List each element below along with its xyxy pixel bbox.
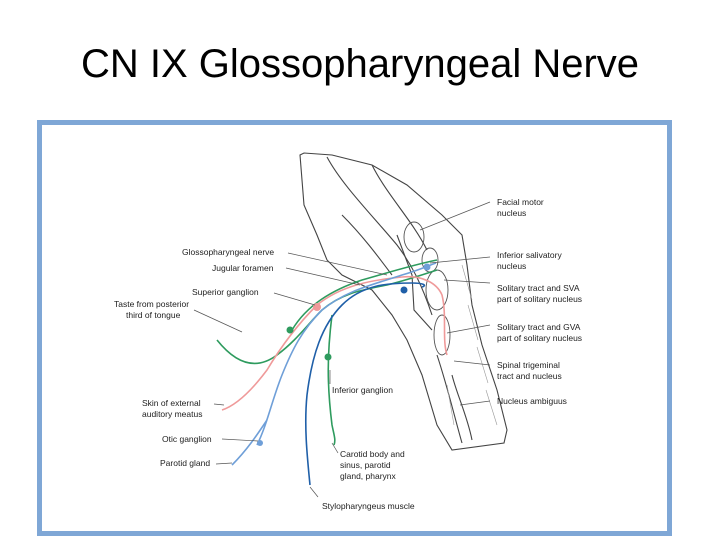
label-jugular-foramen: Jugular foramen [212,263,274,273]
green-branch-carotid [327,314,336,446]
label-carotid-line1: Carotid body and [340,449,405,459]
green-upper [291,259,438,331]
label-carotid-line3: gland, pharynx [340,471,397,481]
figure-frame: Glossopharyngeal nerve Jugular foramen S… [37,120,672,536]
label-solitary-sva-line1: Solitary tract and SVA [497,283,580,293]
brainstem-hatching [446,264,498,426]
label-taste-line1: Taste from posterior [114,299,189,309]
label-solitary-sva-line2: part of solitary nucleus [497,294,582,304]
label-carotid-line2: sinus, parotid [340,460,391,470]
blue-light-fiber [256,262,437,446]
label-otic-ganglion: Otic ganglion [162,434,212,444]
glossopharyngeal-diagram: Glossopharyngeal nerve Jugular foramen S… [114,152,582,511]
nucleus-shapes [403,221,451,356]
leader-lines [193,201,491,498]
label-inferior-ganglion: Inferior ganglion [332,385,393,395]
label-inferior-salivatory-line2: nucleus [497,261,526,271]
blue-dark-fiber [304,282,426,486]
label-skin-line2: auditory meatus [142,409,202,419]
label-spinal-line1: Spinal trigeminal [497,360,560,370]
label-taste-line2: third of tongue [126,310,181,320]
label-solitary-gva-line1: Solitary tract and GVA [497,322,581,332]
ganglion-dots [257,263,431,446]
label-facial-line2: nucleus [497,208,526,218]
label-skin-line1: Skin of external [142,398,201,408]
brainstem-outline [299,152,508,451]
label-stylopharyngeus: Stylopharyngeus muscle [322,501,415,511]
label-nucleus-ambiguus: Nucleus ambiguus [497,396,567,406]
label-parotid-gland: Parotid gland [160,458,210,468]
label-facial-line1: Facial motor [497,197,544,207]
pink-fiber [221,275,448,411]
label-superior-ganglion: Superior ganglion [192,287,259,297]
label-glossopharyngeal-nerve: Glossopharyngeal nerve [182,247,274,257]
slide-title: CN IX Glossopharyngeal Nerve [80,42,640,86]
label-solitary-gva-line2: part of solitary nucleus [497,333,582,343]
label-spinal-line2: tract and nucleus [497,371,562,381]
nerve-fibers [216,259,448,486]
taste-fiber [216,269,438,365]
label-inferior-salivatory-line1: Inferior salivatory [497,250,562,260]
blue-light-lower [231,419,268,466]
